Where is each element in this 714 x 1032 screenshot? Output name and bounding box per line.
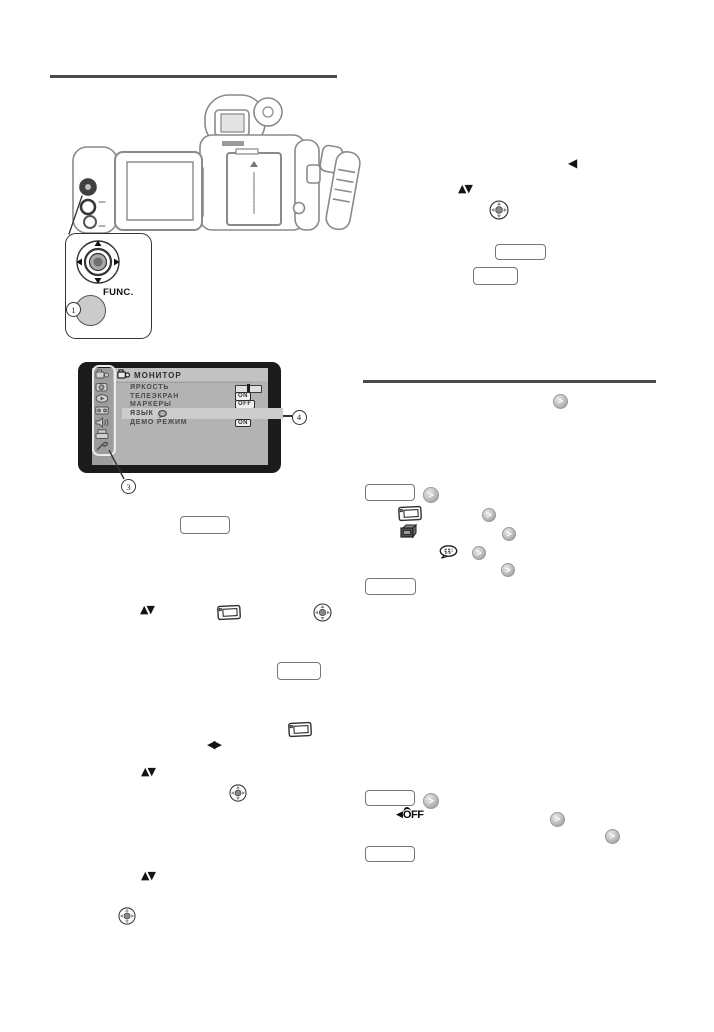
menu-title: МОНИТОР (134, 370, 182, 380)
mode-dial-center (262, 106, 274, 118)
func-button-box (365, 578, 416, 595)
audio-setup-icon (95, 417, 109, 428)
chevron-step-icon: > (550, 812, 565, 827)
display-setup-icon (288, 721, 312, 738)
demo-value-badge: ON (235, 418, 251, 427)
left-right-arrows-icon: ◀▶ (207, 738, 222, 751)
body-slot (222, 141, 244, 146)
menu-row-tvscreen-label: ТЕЛЕЭКРАН (130, 392, 180, 400)
viewfinder-lens (220, 113, 245, 133)
func-button-box (473, 267, 518, 285)
up-down-arrows-icon: ▲▼ (140, 603, 155, 616)
battery-mark-icon (250, 161, 258, 167)
dis-button-on-body (83, 215, 97, 229)
brightness-slider-tick (247, 384, 250, 393)
lcd-screen (126, 161, 194, 221)
display-setup-icon (398, 505, 422, 522)
chevron-step-icon: > (553, 394, 568, 409)
func-button-box (365, 790, 415, 806)
func-button-box (365, 846, 415, 862)
joystick-icon (229, 784, 247, 802)
grip-edge (294, 139, 320, 231)
func-button-on-body (79, 198, 97, 216)
chevron-step-icon: > (423, 793, 439, 809)
left-arrow-icon: ◀ (568, 156, 578, 170)
language-bubble-icon (158, 409, 167, 418)
menu-row-demo-label: ДЕМО РЕЖИМ (130, 419, 188, 426)
menu-sidebar (92, 368, 113, 465)
up-down-arrows-icon: ▲▼ (141, 869, 156, 882)
joystick-control-knob (85, 184, 91, 190)
battery-tab (235, 148, 259, 155)
menu-row-markers-label: МАРКЕРЫ (130, 400, 172, 408)
callout-4: 4 (291, 409, 307, 425)
func-button-box (277, 662, 321, 680)
system-setup-icon (96, 441, 109, 451)
up-down-arrows-icon: ▲▼ (458, 182, 473, 195)
chevron-step-icon: > (423, 487, 439, 503)
section-rule-top (50, 75, 337, 78)
card-setup-icon (95, 406, 109, 415)
off-left-arrow: ◀ (396, 810, 403, 820)
section-rule-right (363, 380, 656, 383)
display-setup-icon (217, 604, 241, 621)
sidebar-callout-outline (92, 365, 116, 456)
menu-row-brightness-label: ЯРКОСТЬ (130, 384, 170, 391)
cassette-setup-icon (400, 524, 418, 539)
controls-callout-panel: FUNC. (65, 233, 152, 339)
play-setup-icon (95, 394, 109, 403)
func-button-label: FUNC. (103, 287, 134, 298)
joystick-pad-icon (76, 240, 120, 284)
off-label: OFF (402, 805, 424, 821)
effects-off-icon: ◀ OFF (396, 805, 424, 821)
func-button-box (365, 484, 415, 501)
camcorder-illustration (68, 94, 361, 235)
menu-row-language-label: ЯЗЫК (130, 410, 154, 417)
chevron-step-icon: > (502, 527, 516, 541)
func-button-box (180, 516, 230, 534)
chevron-step-icon: > (472, 546, 486, 560)
up-down-arrows-icon: ▲▼ (141, 765, 156, 778)
menu-header-separator (116, 382, 252, 383)
callout-3: 3 (121, 479, 136, 494)
menu-header-strip (113, 368, 268, 381)
hand-strap (319, 144, 361, 231)
strap-screw (292, 201, 306, 215)
language-row-highlight (122, 408, 283, 419)
joystick-icon (313, 603, 332, 622)
callout-4-line (283, 415, 292, 417)
monitor-menu-icon (117, 369, 130, 379)
func-button-box (495, 244, 546, 260)
joystick-icon (489, 200, 509, 220)
chevron-step-icon: > (605, 829, 620, 844)
callout-1: 1 (66, 302, 81, 317)
record-setup-icon (95, 383, 108, 392)
callout-3-line (108, 449, 125, 480)
print-setup-icon (95, 429, 109, 439)
chevron-step-icon: > (501, 563, 515, 577)
language-bubble-icon (439, 545, 458, 559)
camera-setup-icon (95, 369, 109, 379)
joystick-icon (118, 907, 136, 925)
chevron-step-icon: > (482, 508, 496, 522)
callout-leader-line (68, 195, 83, 235)
side-switch (306, 164, 321, 184)
off-arc-mark (402, 805, 412, 814)
